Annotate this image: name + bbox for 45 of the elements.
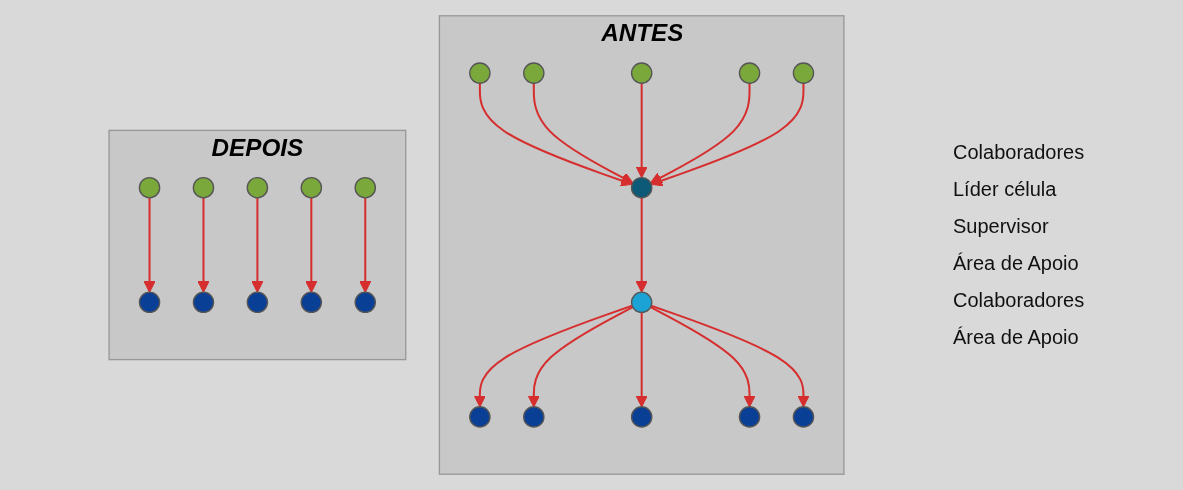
row-label: Líder célula xyxy=(953,178,1058,201)
arrow xyxy=(635,197,648,293)
node-circle xyxy=(792,62,815,84)
node-circle xyxy=(138,176,161,199)
node-circle xyxy=(738,62,761,84)
arrow xyxy=(635,312,648,408)
arrow xyxy=(532,83,634,184)
node-circle xyxy=(523,62,545,84)
node-circle xyxy=(469,62,491,84)
cluster: DEPOIS xyxy=(108,129,407,361)
row-label: Colaboradores xyxy=(953,141,1086,164)
node-circle xyxy=(354,176,377,199)
node-circle xyxy=(354,291,377,314)
row-label: Supervisor xyxy=(953,215,1050,238)
node-circle xyxy=(630,176,653,199)
node-circle xyxy=(792,406,815,428)
arrow xyxy=(635,83,648,179)
arrow xyxy=(527,306,634,408)
node-circle xyxy=(630,406,653,428)
arrow xyxy=(650,83,805,187)
row-label: Área de Apoio xyxy=(953,326,1080,349)
node-circle xyxy=(192,291,215,314)
node-circle xyxy=(469,406,491,428)
node-circle xyxy=(138,291,161,314)
arrow xyxy=(143,197,156,293)
node-circle xyxy=(523,406,545,428)
arrow xyxy=(650,304,810,408)
arrow xyxy=(251,197,264,293)
node-circle xyxy=(630,291,653,314)
arrow xyxy=(650,83,751,184)
arrow xyxy=(359,197,372,293)
node-circle xyxy=(246,176,269,199)
node-circle xyxy=(630,62,653,84)
arrow xyxy=(650,306,756,408)
node-circle xyxy=(192,176,215,199)
arrow xyxy=(305,197,318,293)
node-circle xyxy=(738,406,761,428)
arrow xyxy=(478,83,633,187)
node-circle xyxy=(246,291,269,314)
node-circle xyxy=(300,291,323,314)
arrow xyxy=(473,304,633,408)
arrow xyxy=(197,197,210,293)
node-circle xyxy=(300,176,323,199)
row-label: Colaboradores xyxy=(953,289,1086,312)
row-label: Área de Apoio xyxy=(953,252,1080,275)
